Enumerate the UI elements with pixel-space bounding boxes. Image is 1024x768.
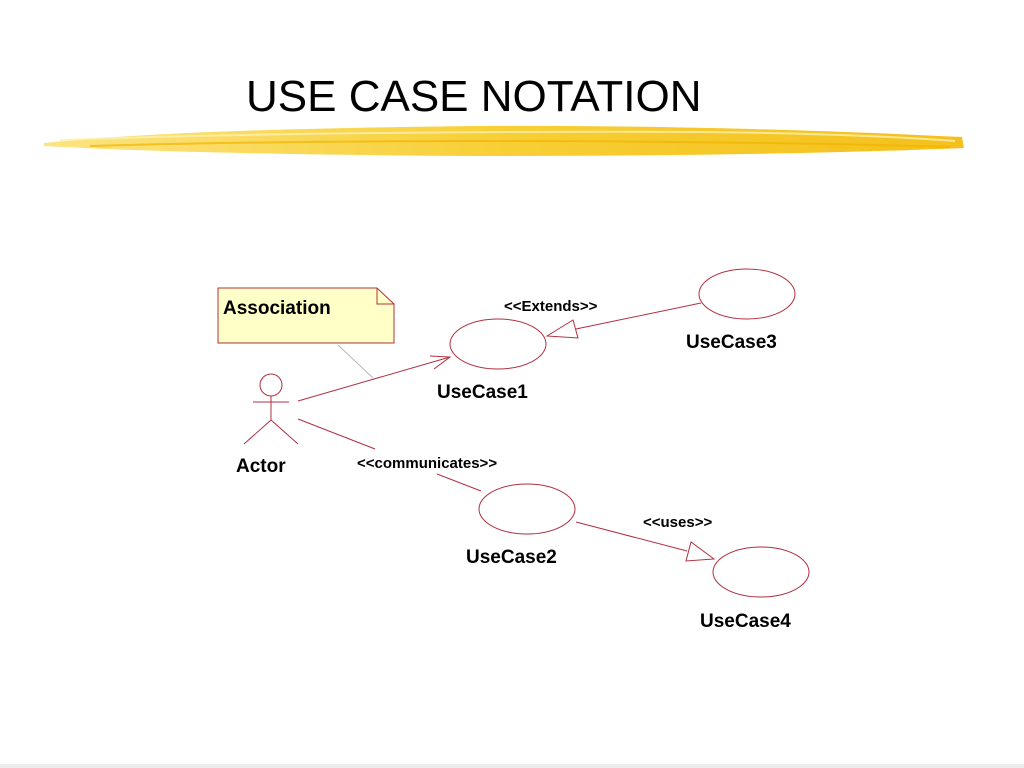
association-note: Association [217, 287, 395, 344]
association-actor-usecase2 [297, 418, 482, 492]
actor-label: Actor [236, 456, 286, 477]
association-note-text: Association [223, 298, 331, 319]
actor-figure [243, 373, 299, 445]
usecase4 [712, 546, 810, 598]
usecase4-label: UseCase4 [700, 611, 791, 632]
communicates-stereotype: <<communicates>> [357, 455, 497, 472]
extends-stereotype: <<Extends>> [504, 298, 598, 315]
slide-title: USE CASE NOTATION [246, 72, 702, 121]
usecase1-label: UseCase1 [437, 382, 528, 403]
note-connector [337, 344, 374, 379]
usecase2 [478, 483, 576, 535]
slide-bottom-edge [0, 764, 1024, 768]
association-actor-usecase1 [297, 355, 452, 402]
usecase1 [449, 318, 547, 370]
extends-relationship [545, 302, 702, 339]
usecase3-label: UseCase3 [686, 332, 777, 353]
title-underline-brush [44, 125, 964, 156]
uses-stereotype: <<uses>> [643, 514, 712, 531]
usecase2-label: UseCase2 [466, 547, 557, 568]
uses-relationship [575, 521, 716, 562]
usecase3 [698, 268, 796, 320]
